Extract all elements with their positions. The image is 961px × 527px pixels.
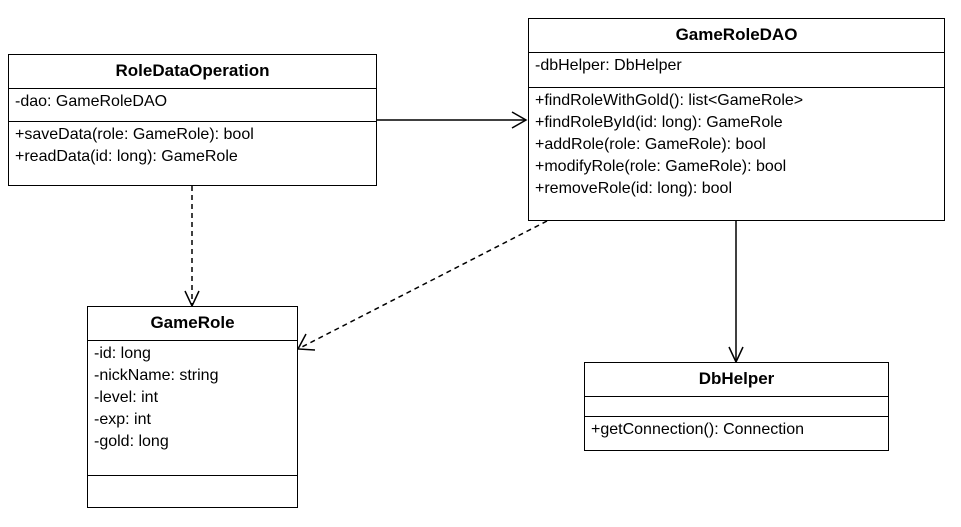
- operation: +findRoleWithGold(): list<GameRole>: [535, 92, 804, 109]
- attributes-section: -dao: GameRoleDAO: [9, 89, 376, 122]
- class-name: GameRole: [88, 307, 297, 341]
- dependency-edge-gameroledao-gamerole: [297, 220, 548, 350]
- operations-section: [88, 476, 297, 507]
- operations-section: +getConnection(): Connection: [585, 417, 888, 444]
- class-box-dbhelper[interactable]: DbHelper +getConnection(): Connection: [584, 362, 889, 451]
- attribute: -nickName: string: [94, 367, 219, 384]
- attributes-section: -id: long -nickName: string -level: int …: [88, 341, 297, 476]
- operation: +findRoleById(id: long): GameRole: [535, 114, 783, 131]
- operations-section: +saveData(role: GameRole): bool +readDat…: [9, 122, 376, 171]
- class-box-roledataoperation[interactable]: RoleDataOperation -dao: GameRoleDAO +sav…: [8, 54, 377, 186]
- attribute: -level: int: [94, 389, 159, 406]
- attributes-section: [585, 397, 888, 417]
- arrowhead-open: [511, 111, 528, 129]
- class-name: RoleDataOperation: [9, 55, 376, 89]
- operation: +removeRole(id: long): bool: [535, 180, 732, 197]
- operation: +modifyRole(role: GameRole): bool: [535, 158, 787, 175]
- attribute: -exp: int: [94, 411, 151, 428]
- attribute: -id: long: [94, 345, 151, 362]
- attribute: -gold: long: [94, 433, 169, 450]
- attributes-section: -dbHelper: DbHelper: [529, 53, 944, 88]
- class-name: GameRoleDAO: [529, 19, 944, 53]
- attribute: -dao: GameRoleDAO: [15, 93, 168, 110]
- operation: +saveData(role: GameRole): bool: [15, 126, 254, 143]
- class-name: DbHelper: [585, 363, 888, 397]
- operation: +addRole(role: GameRole): bool: [535, 136, 766, 153]
- operation: +readData(id: long): GameRole: [15, 148, 238, 165]
- operation: +getConnection(): Connection: [591, 421, 805, 438]
- class-box-gameroledao[interactable]: GameRoleDAO -dbHelper: DbHelper +findRol…: [528, 18, 945, 221]
- class-box-gamerole[interactable]: GameRole -id: long -nickName: string -le…: [87, 306, 298, 508]
- attribute: -dbHelper: DbHelper: [535, 57, 682, 74]
- arrowhead-open: [296, 333, 316, 351]
- operations-section: +findRoleWithGold(): list<GameRole> +fin…: [529, 88, 944, 203]
